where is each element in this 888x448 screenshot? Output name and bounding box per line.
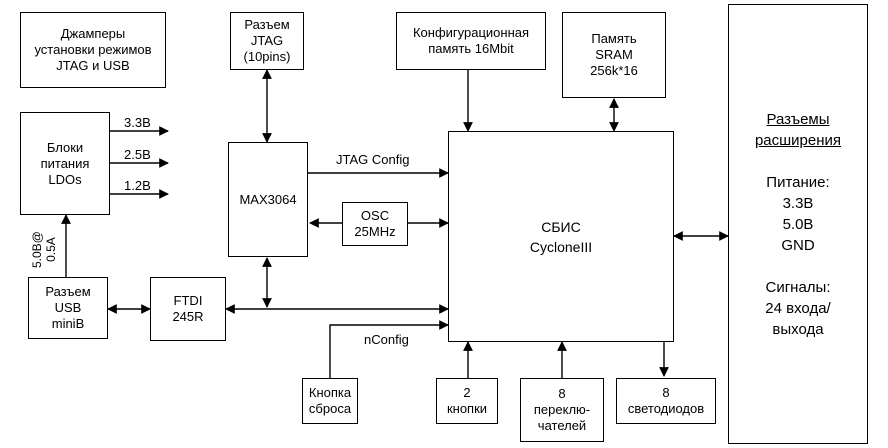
label-nconfig: nConfig — [364, 332, 409, 347]
oscillator-block: OSC 25MHz — [342, 202, 408, 246]
ftdi-line: 245R — [172, 309, 204, 324]
ldo-line: питания — [40, 155, 90, 171]
expansion-line: выхода — [772, 320, 824, 338]
reset-button-block: Кнопка сброса — [302, 378, 358, 424]
fpga-block: СБИС CycloneIII — [448, 131, 674, 342]
jumpers-line: JTAG и USB — [56, 58, 130, 73]
label-2v5: 2.5В — [124, 147, 151, 162]
reset-line: Кнопка — [308, 385, 352, 400]
sram-line: 256k*16 — [590, 63, 638, 78]
buttons-line: кнопки — [446, 401, 488, 416]
max-line: MAX3064 — [239, 191, 297, 207]
nconfig-arrow — [329, 320, 449, 378]
ftdi-block: FTDI 245R — [150, 277, 226, 341]
ldo-line: LDOs — [48, 171, 82, 187]
usb-power-line: 0.5A — [44, 237, 58, 262]
expansion-connectors-block: Разъемы расширения Питание: 3.3В 5.0В GN… — [728, 4, 868, 444]
config-line: память 16Mbit — [428, 41, 514, 56]
label-1v2: 1.2В — [124, 178, 151, 193]
expansion-line: 5.0В — [782, 215, 814, 233]
buttons-block: 2 кнопки — [436, 378, 498, 424]
leds-line: 8 — [662, 385, 670, 400]
reset-line: сброса — [308, 401, 352, 416]
switches-line: 8 — [558, 386, 566, 401]
fpga-line: СБИС — [541, 218, 581, 235]
usb-line: USB — [54, 300, 82, 315]
buttons-line: 2 — [463, 385, 471, 400]
label-jtag-config: JTAG Config — [336, 152, 410, 167]
jumpers-line: установки режимов — [34, 42, 152, 57]
label-usb-power: 5.0В@ 0.5A — [30, 231, 58, 268]
switches-line: переклю- — [533, 402, 591, 417]
switches-line: чателей — [537, 418, 587, 433]
jumpers-block: Джамперы установки режимов JTAG и USB — [20, 12, 166, 88]
label-3v3: 3.3В — [124, 115, 151, 130]
jtag-line: (10pins) — [243, 49, 291, 64]
ldo-block: Блоки питания LDOs — [20, 112, 110, 215]
expansion-line: 3.3В — [782, 194, 814, 212]
jtag-line: Разъем — [244, 17, 290, 32]
ldo-line: Блоки — [46, 139, 84, 155]
osc-line: OSC — [360, 208, 390, 223]
expansion-line: 24 входа/ — [765, 299, 831, 317]
usb-connector-block: Разъем USB miniB — [28, 277, 108, 339]
expansion-title: Разъемы — [766, 110, 830, 128]
max3064-block: MAX3064 — [228, 142, 308, 257]
ftdi-line: FTDI — [173, 293, 203, 308]
expansion-line: Сигналы: — [765, 278, 831, 296]
config-line: Конфигурационная — [412, 25, 530, 40]
usb-power-line: 5.0В@ — [30, 231, 44, 268]
jtag-line: JTAG — [250, 33, 284, 48]
osc-line: 25MHz — [354, 224, 396, 239]
jumpers-line: Джамперы — [60, 26, 126, 41]
fpga-line: CycloneIII — [529, 238, 593, 255]
expansion-title: расширения — [754, 131, 842, 149]
sram-line: SRAM — [595, 47, 633, 62]
sram-block: Память SRAM 256k*16 — [562, 12, 666, 98]
expansion-line: Питание: — [766, 173, 830, 191]
leds-line: светодиодов — [627, 401, 705, 416]
jtag-connector-block: Разъем JTAG (10pins) — [230, 12, 304, 70]
usb-line: Разъем — [45, 284, 91, 299]
sram-line: Память — [591, 31, 637, 46]
expansion-line: GND — [781, 236, 815, 254]
usb-line: miniB — [51, 316, 85, 331]
switches-block: 8 переклю- чателей — [520, 378, 604, 442]
config-memory-block: Конфигурационная память 16Mbit — [396, 12, 546, 70]
leds-block: 8 светодиодов — [616, 378, 716, 424]
